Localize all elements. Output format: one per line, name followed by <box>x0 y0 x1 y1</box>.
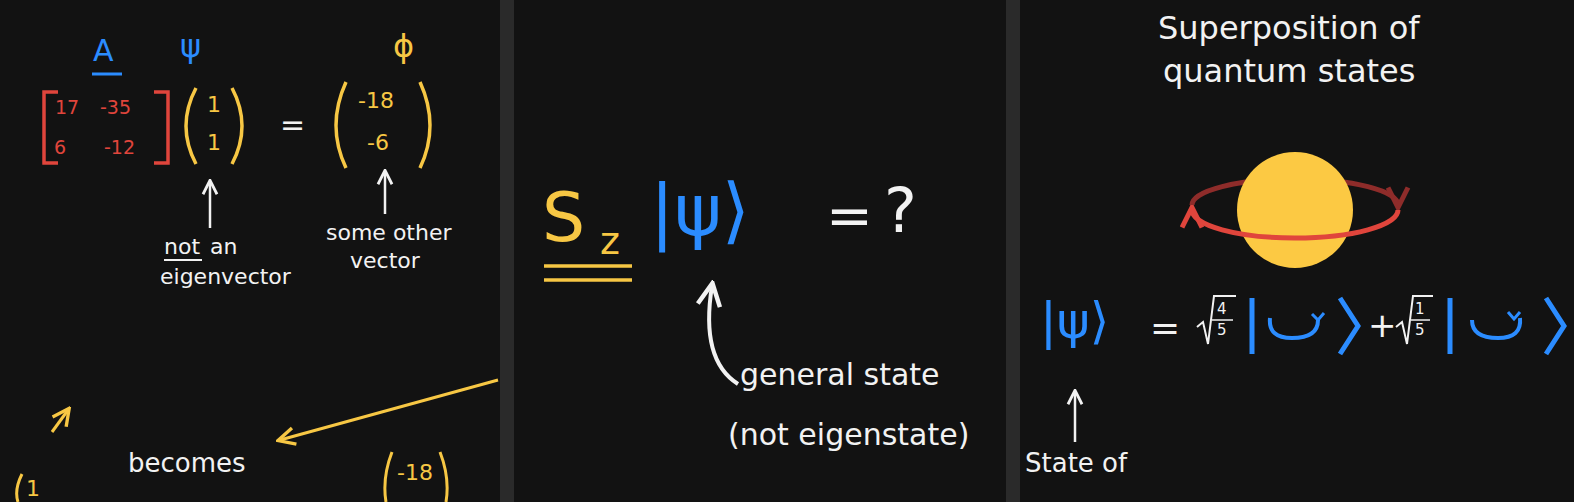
fraction-digit: 4 <box>1217 302 1227 317</box>
vector-paren <box>420 82 430 168</box>
state-ket: |ψ⟩ <box>1040 296 1109 346</box>
vector-paren <box>336 82 346 168</box>
spin-arrow <box>1472 318 1520 338</box>
equals-sign: = <box>826 188 873 244</box>
panel <box>1020 0 1574 502</box>
fraction-digit: 5 <box>1217 323 1227 338</box>
matrix-entry: -35 <box>100 98 131 117</box>
ket-bar <box>1448 298 1453 354</box>
question-mark: ? <box>884 180 917 242</box>
underline <box>544 278 632 282</box>
spin-ring-front <box>1192 210 1398 238</box>
vector-entry: 1 <box>26 478 40 500</box>
annotation: eigenvector <box>160 266 291 288</box>
matrix-entry: 17 <box>55 98 79 117</box>
vector-entry: 1 <box>207 132 221 154</box>
fraction-digit: 1 <box>1415 302 1425 317</box>
spin-arrow <box>1270 318 1318 338</box>
vector-entry: -18 <box>397 462 433 484</box>
annotation: vector <box>350 250 420 272</box>
panel <box>514 0 1006 502</box>
annotation: becomes <box>128 450 246 476</box>
vector-name: ψ <box>180 30 201 62</box>
pointer-arrow <box>384 172 387 214</box>
spinning-particle <box>1237 152 1353 268</box>
matrix-bracket <box>154 92 168 163</box>
vector-paren <box>440 452 447 502</box>
equals-sign: = <box>280 110 305 140</box>
vector-paren <box>385 452 392 502</box>
underline <box>92 73 122 76</box>
annotation: general state <box>740 360 940 390</box>
fraction-bar <box>1411 319 1430 321</box>
pointer-arrow <box>280 380 498 440</box>
annotation: an <box>210 236 237 258</box>
ket-bar <box>1250 298 1255 354</box>
operator-symbol: S <box>542 184 585 252</box>
vector-entry: 1 <box>207 94 221 116</box>
ket-bracket <box>1340 298 1358 354</box>
ket-bracket <box>1546 298 1564 354</box>
matrix-entry: -12 <box>104 138 135 157</box>
vector-entry: -6 <box>367 132 389 154</box>
pointer-arrow <box>52 410 68 432</box>
sqrt-sign <box>1197 296 1236 344</box>
vector-name: ϕ <box>393 30 414 62</box>
underline <box>164 259 202 261</box>
arrowhead <box>1312 313 1324 320</box>
vector-paren <box>186 88 196 164</box>
state-ket: |ψ⟩ <box>650 174 750 246</box>
arrowhead <box>1508 312 1520 319</box>
operator-subscript: z <box>600 222 620 260</box>
underline <box>544 264 632 268</box>
matrix-entry: 6 <box>54 138 66 157</box>
annotation: some other <box>326 222 452 244</box>
vector-paren <box>17 474 22 502</box>
annotation: State of <box>1025 450 1127 476</box>
panel <box>0 0 500 502</box>
pointer-arrow <box>1074 392 1077 442</box>
equals-sign: = <box>1150 310 1180 346</box>
fraction-digit: 5 <box>1415 323 1425 338</box>
vector-entry: -18 <box>358 90 394 112</box>
fraction-bar <box>1212 319 1233 321</box>
plus-sign: + <box>1368 308 1397 342</box>
pointer-arrow <box>209 182 212 228</box>
heading: quantum states <box>1163 55 1415 87</box>
heading: Superposition of <box>1158 12 1420 44</box>
pointer-arrow <box>709 286 738 384</box>
matrix-name: A <box>93 36 114 66</box>
vector-paren <box>232 88 242 164</box>
annotation: (not eigenstate) <box>728 420 969 450</box>
annotation: not <box>164 236 200 258</box>
sqrt-sign <box>1396 296 1433 344</box>
